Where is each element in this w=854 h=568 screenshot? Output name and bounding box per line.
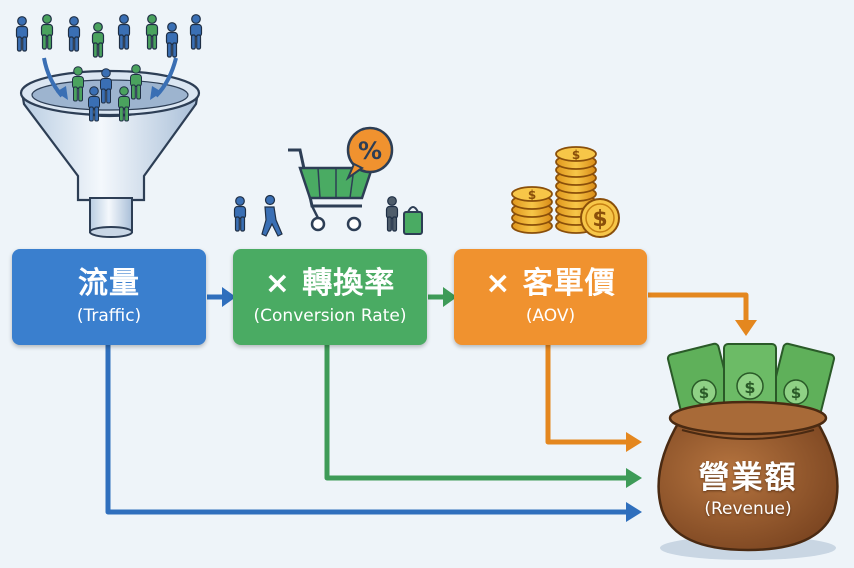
conversion-illustration: % xyxy=(233,126,423,237)
revenue-subtitle: (Revenue) xyxy=(704,499,792,519)
connector-traffic-to-conversion xyxy=(207,287,236,307)
walking-person-icon xyxy=(261,194,283,237)
traffic-step-box: 流量 (Traffic) xyxy=(12,249,206,345)
svg-text:$: $ xyxy=(572,148,580,162)
coin-stack-icon: $ xyxy=(511,186,553,234)
connector-aov-to-revenue-bottom xyxy=(545,345,642,452)
coins-illustration: $ $ $ xyxy=(511,146,620,238)
connector-conversion-to-revenue xyxy=(324,345,642,488)
traffic-subtitle: (Traffic) xyxy=(76,306,142,327)
aov-title: × 客單價 xyxy=(485,265,616,301)
shopping-bag-icon xyxy=(403,206,423,235)
conversion-subtitle: (Conversion Rate) xyxy=(253,306,407,327)
money-pot-icon xyxy=(657,418,839,552)
revenue-title: 營業額 xyxy=(698,460,798,496)
traffic-funnel-illustration xyxy=(15,14,203,238)
connector-conversion-to-aov xyxy=(428,287,457,307)
crowd-icon xyxy=(15,14,203,58)
traffic-title: 流量 xyxy=(78,265,140,301)
svg-text:%: % xyxy=(358,137,382,165)
svg-text:$: $ xyxy=(699,384,709,402)
svg-text:$: $ xyxy=(791,384,801,402)
revenue-label: 營業額 (Revenue) xyxy=(668,452,828,519)
revenue-pot-illustration: $ $ $ xyxy=(657,342,839,560)
conversion-title: × 轉換率 xyxy=(264,265,396,301)
connector-traffic-to-revenue xyxy=(105,345,642,522)
coin-icon: $ xyxy=(580,198,620,238)
discount-badge-icon: % xyxy=(345,126,394,181)
svg-text:$: $ xyxy=(592,207,607,232)
connector-aov-to-revenue xyxy=(648,292,757,336)
aov-step-box: × 客單價 (AOV) xyxy=(454,249,647,345)
svg-text:$: $ xyxy=(744,378,755,397)
aov-subtitle: (AOV) xyxy=(525,306,576,327)
svg-text:$: $ xyxy=(528,188,536,202)
conversion-step-box: × 轉換率 (Conversion Rate) xyxy=(233,249,427,345)
